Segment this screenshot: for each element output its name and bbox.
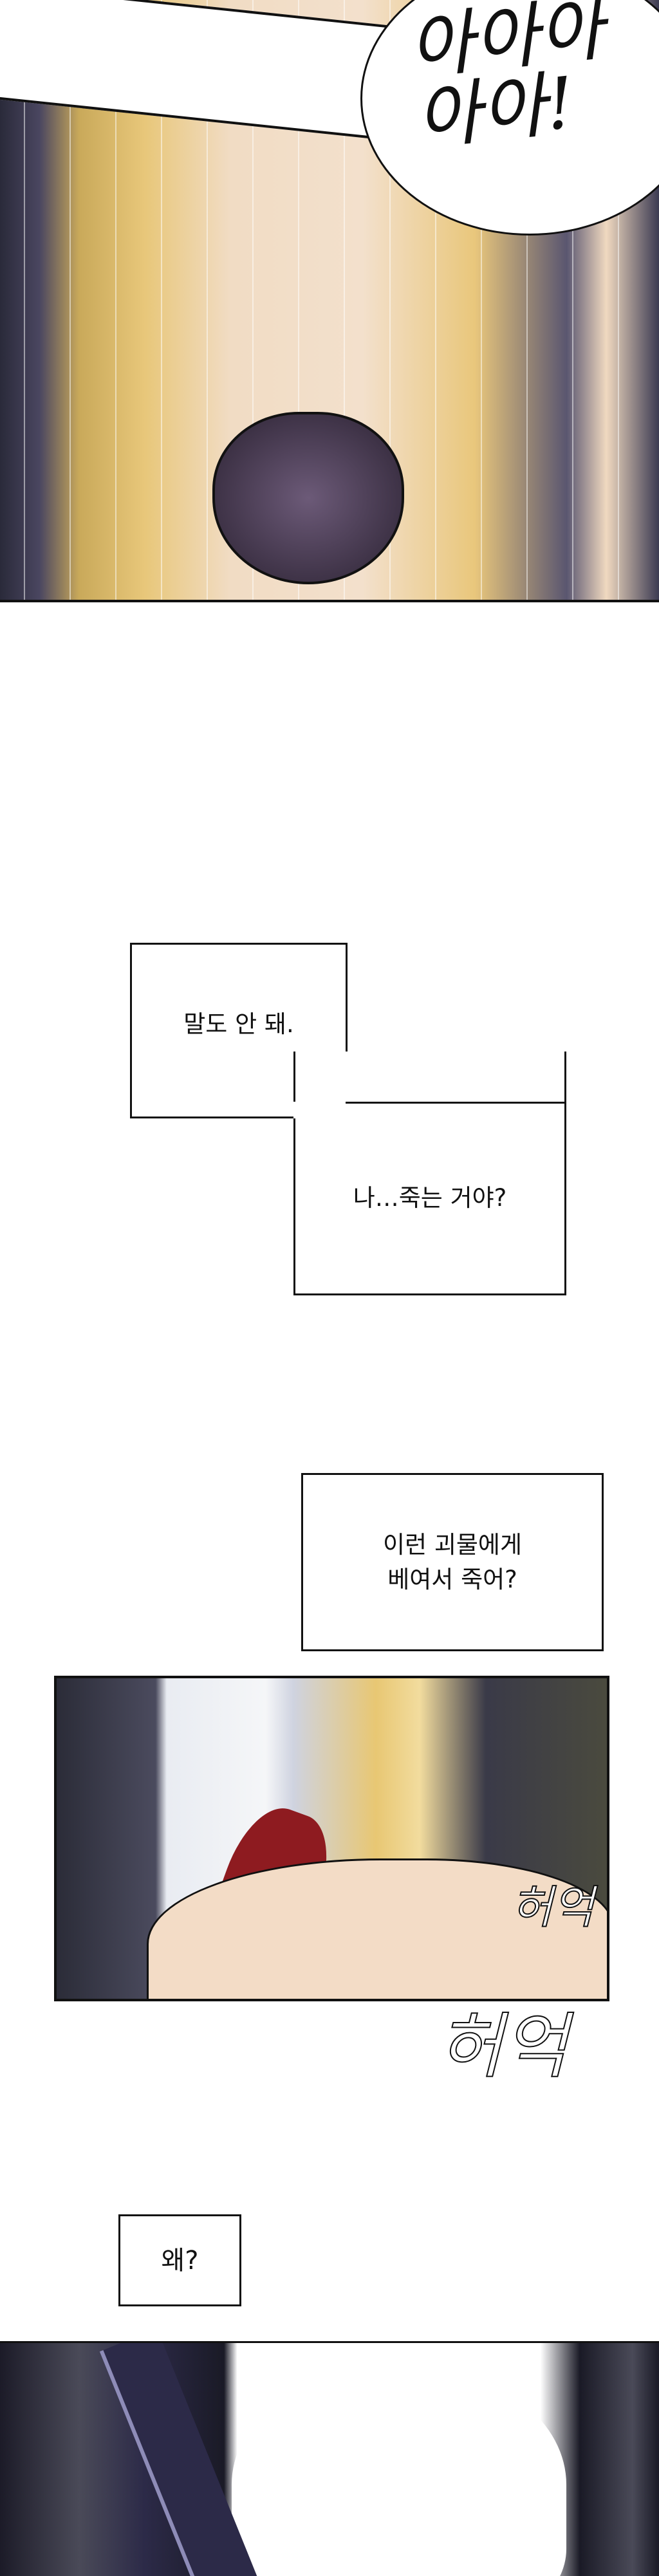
scream-sfx: 아아아 아아! [404, 0, 608, 160]
panel-blade-wound: 허억 [54, 1676, 609, 2001]
gasp-sfx-small: 허억 [510, 1880, 595, 1934]
caption-text: 말도 안 돼. [183, 1010, 294, 1038]
open-mouth [212, 412, 404, 584]
caption-line: 베여서 죽어? [387, 1565, 517, 1593]
staff [99, 2343, 259, 2576]
caption-box-2: 나…죽는 거야? [293, 1052, 566, 1295]
caption-text: 나…죽는 거야? [353, 1184, 507, 1212]
panel-screaming-character: 아아아 아아! [0, 0, 659, 602]
caption-box-3: 이런 괴물에게 베여서 죽어? [301, 1473, 604, 1651]
gasp-sfx-large: 허억 [437, 2005, 568, 2088]
caption-divider [346, 1102, 566, 1104]
pale-face [232, 2369, 566, 2576]
caption-line: 이런 괴물에게 [382, 1530, 522, 1559]
caption-box-4: 왜? [118, 2214, 241, 2306]
hand [147, 1858, 607, 1999]
caption-joint [293, 1102, 348, 1118]
caption-text: 왜? [161, 2245, 199, 2275]
panel-dark-figure [0, 2341, 659, 2576]
